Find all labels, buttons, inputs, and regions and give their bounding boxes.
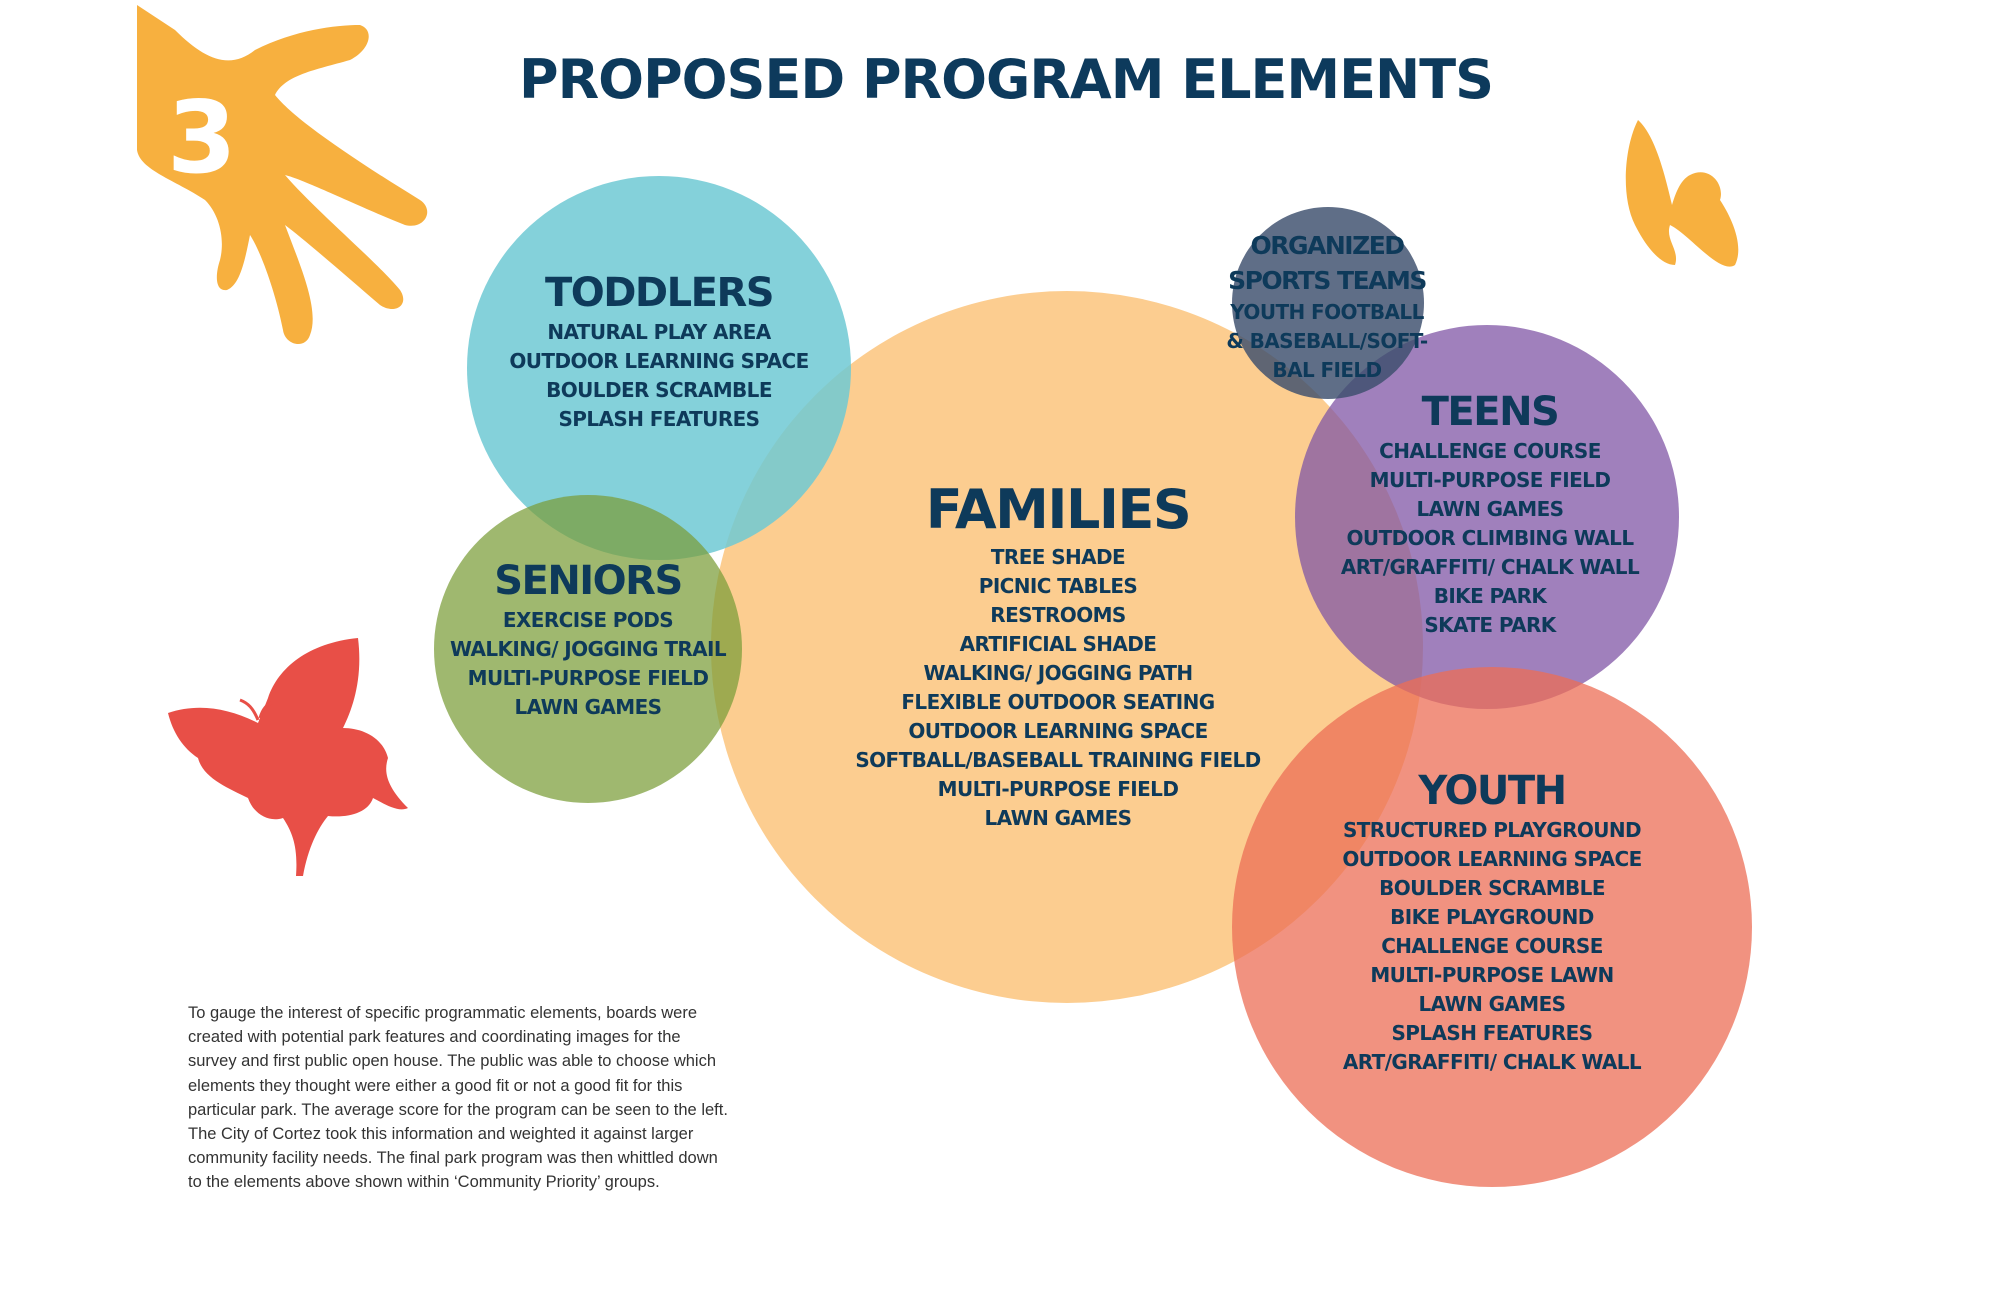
seniors-circle	[434, 495, 742, 803]
toddlers-circle	[467, 176, 851, 560]
families-item: RESTROOMS	[990, 603, 1126, 627]
families-group: FAMILIES TREE SHADE PICNIC TABLES RESTROOMS…	[855, 478, 1261, 833]
toddlers-item: SPLASH FEATURES	[558, 407, 761, 431]
toddlers-group: TODDLERS NATURAL PLAY AREA OUTDOOR LEARNIN…	[509, 270, 809, 434]
red-butterfly-icon	[168, 638, 408, 876]
organized-item: YOUTH FOOTBALL	[1230, 300, 1424, 324]
organized-item: BAL FIELD	[1272, 358, 1382, 382]
teens-item: OUTDOOR CLIMBING WALL	[1346, 526, 1635, 550]
seniors-heading: SENIORS	[494, 558, 683, 604]
families-item: TREE SHADE	[990, 545, 1126, 569]
seniors-item: LAWN GAMES	[514, 695, 663, 719]
toddlers-item: BOULDER SCRAMBLE	[546, 378, 772, 402]
seniors-item: WALKING/ JOGGING TRAIL	[449, 637, 727, 661]
families-item: WALKING/ JOGGING PATH	[923, 661, 1193, 685]
youth-item: ART/GRAFFITI/ CHALK WALL	[1342, 1050, 1642, 1074]
hand-number: 3	[167, 79, 237, 196]
description-paragraph: To gauge the interest of specific progra…	[188, 1004, 728, 1192]
seniors-group: SENIORS EXERCISE PODS WALKING/ JOGGING TRA…	[449, 558, 727, 722]
youth-circle	[1232, 667, 1752, 1187]
teens-item: ART/GRAFFITI/ CHALK WALL	[1340, 555, 1640, 579]
families-item: FLEXIBLE OUTDOOR SEATING	[901, 690, 1215, 714]
organized-heading: ORGANIZED SPORTS TEAMS	[1228, 231, 1427, 295]
teens-group: TEENS CHALLENGE COURSE MULTI-PURPOSE FIELD…	[1340, 389, 1640, 640]
orange-butterfly-icon	[1625, 120, 1739, 267]
teens-item: BIKE PARK	[1433, 584, 1547, 608]
families-item: PICNIC TABLES	[978, 574, 1138, 598]
youth-item: LAWN GAMES	[1418, 992, 1567, 1016]
youth-group: YOUTH STRUCTURED PLAYGROUND OUTDOOR LEARNI…	[1342, 768, 1642, 1077]
organized-item: & BASEBALL/SOFT-	[1226, 329, 1428, 353]
teens-item: MULTI-PURPOSE FIELD	[1369, 468, 1611, 492]
youth-item: STRUCTURED PLAYGROUND	[1342, 818, 1642, 842]
seniors-item: MULTI-PURPOSE FIELD	[467, 666, 709, 690]
teens-heading: TEENS	[1421, 389, 1560, 435]
youth-item: CHALLENGE COURSE	[1381, 934, 1603, 958]
youth-item: OUTDOOR LEARNING SPACE	[1342, 847, 1642, 871]
youth-item: SPLASH FEATURES	[1391, 1021, 1594, 1045]
youth-item: BIKE PLAYGROUND	[1390, 905, 1594, 929]
teens-item: LAWN GAMES	[1416, 497, 1565, 521]
seniors-item: EXERCISE PODS	[502, 608, 674, 632]
page-title: PROPOSED PROGRAM ELEMENTS	[519, 48, 1494, 111]
families-item: ARTIFICIAL SHADE	[959, 632, 1157, 656]
families-item: MULTI-PURPOSE FIELD	[937, 777, 1179, 801]
youth-item: MULTI-PURPOSE LAWN	[1370, 963, 1614, 987]
organized-sports-group: ORGANIZED SPORTS TEAMS YOUTH FOOTBALL & BA…	[1226, 228, 1428, 385]
youth-item: BOULDER SCRAMBLE	[1379, 876, 1605, 900]
teens-item: CHALLENGE COURSE	[1379, 439, 1601, 463]
families-heading: FAMILIES	[925, 478, 1192, 541]
toddlers-heading: TODDLERS	[544, 270, 775, 316]
teens-item: SKATE PARK	[1424, 613, 1556, 637]
toddlers-item: NATURAL PLAY AREA	[547, 320, 771, 344]
families-item: LAWN GAMES	[984, 806, 1133, 830]
toddlers-item: OUTDOOR LEARNING SPACE	[509, 349, 809, 373]
youth-heading: YOUTH	[1418, 768, 1567, 814]
families-item: SOFTBALL/BASEBALL TRAINING FIELD	[855, 748, 1261, 772]
families-item: OUTDOOR LEARNING SPACE	[908, 719, 1208, 743]
hand-three-icon: 3	[137, 5, 428, 345]
organized-sports-circle	[1232, 207, 1424, 399]
